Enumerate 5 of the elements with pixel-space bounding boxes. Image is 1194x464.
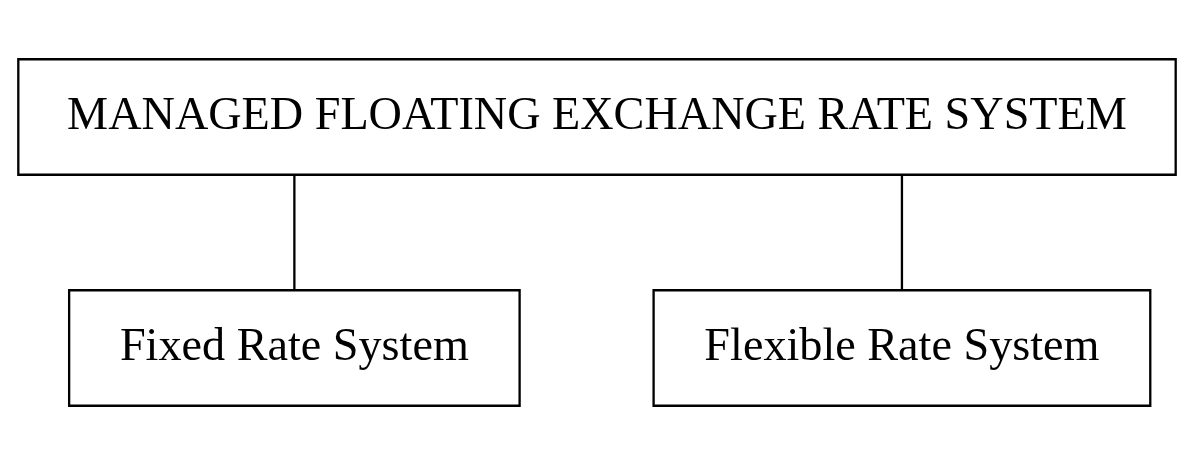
node-box: Flexible Rate System (652, 288, 1152, 407)
node-box: MANAGED FLOATING EXCHANGE RATE SYSTEM (17, 57, 1177, 176)
connector (900, 174, 904, 290)
node-box: Fixed Rate System (68, 288, 521, 407)
connector (293, 174, 296, 290)
